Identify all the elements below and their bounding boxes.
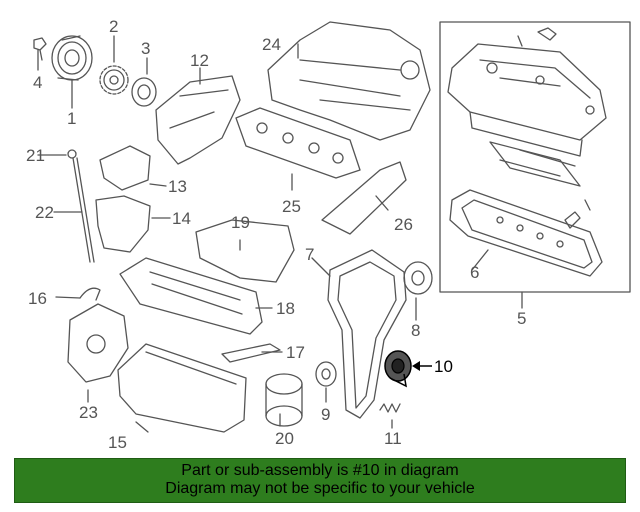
callout-18: 18 [276,299,295,318]
callout-9: 9 [321,405,331,424]
callout-12: 12 [190,51,209,70]
callout-15: 15 [108,433,127,452]
info-banner: Part or sub-assembly is #10 in diagram D… [14,458,626,503]
oil-pan-part [117,343,247,433]
crank-sprocket-lower-part [315,361,337,387]
oil-pan-upper-part [119,257,263,335]
bolt-part [33,37,47,61]
valve-cover-gasket-part [449,189,603,277]
callout-6: 6 [470,263,480,282]
callout-21: 21 [26,146,45,165]
callout-3: 3 [141,39,151,58]
oil-pan-baffle-part [195,219,295,283]
idler-pulley-part [403,261,433,295]
crankshaft-sprocket-part [99,65,129,95]
engine-parts-diagram [33,21,631,433]
callout-20: 20 [275,429,294,448]
intake-manifold-part [267,21,431,141]
callout-22: 22 [35,203,54,222]
callout-8: 8 [411,321,421,340]
crankshaft-pulley-part [51,35,93,81]
oil-pump-part [67,303,129,383]
callout-2: 2 [109,17,119,36]
dipstick-part [67,149,95,263]
callout-14: 14 [172,209,191,228]
callout-1: 1 [67,109,77,128]
callout-17: 17 [286,343,305,362]
callout-24: 24 [262,35,281,54]
timing-cover-middle-part [99,145,151,191]
timing-cover-lower-part [95,195,151,253]
intake-manifold-gasket-part [235,107,361,179]
callout-16: 16 [28,289,47,308]
callout-4: 4 [33,73,43,92]
oil-filter-part [265,373,303,427]
oil-pump-tube-part [79,287,101,301]
callout-11: 11 [384,429,402,448]
banner-line-2: Diagram may not be specific to your vehi… [165,480,475,497]
oil-pan-gasket-part [221,343,281,363]
timing-cover-outer-part [321,161,407,235]
tensioner-spring-part [379,403,401,413]
banner-line-1: Part or sub-assembly is #10 in diagram [181,462,459,479]
timing-cover-upper-part [155,75,241,165]
timing-belt-part [327,249,407,419]
callout-7: 7 [305,245,315,264]
callout-26: 26 [394,215,413,234]
valve-cover-part [447,43,607,141]
callout-10: 10 [434,357,453,376]
callout-25: 25 [282,197,301,216]
callout-19: 19 [231,213,250,232]
valve-cover-inset-box [439,21,631,293]
callout-5: 5 [517,309,527,328]
washer-part [131,77,157,107]
callout-23: 23 [79,403,98,422]
callout-13: 13 [168,177,187,196]
tensioner-pulley-part-highlighted [384,350,432,388]
